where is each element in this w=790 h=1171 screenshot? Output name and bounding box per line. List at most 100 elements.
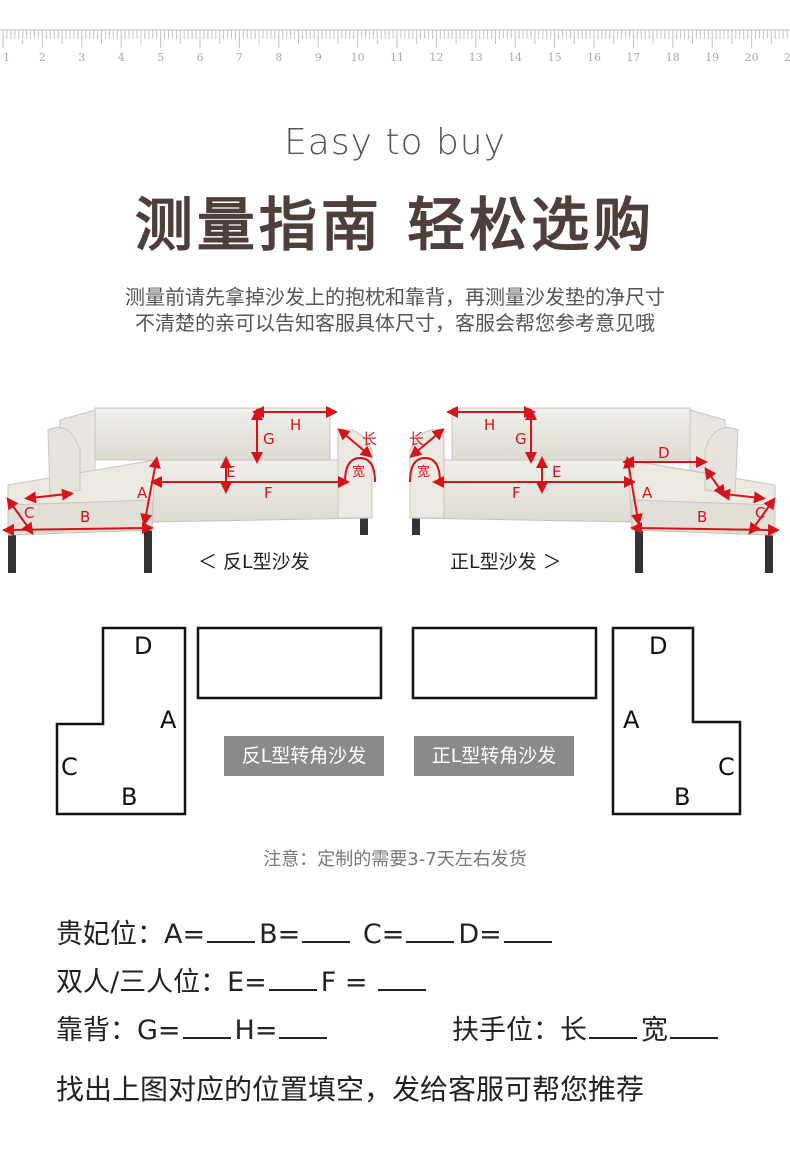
armrest-line: 扶手位：长 宽 <box>452 1008 722 1047</box>
subtitle-english: Easy to buy <box>284 122 506 163</box>
mark-e: E <box>226 463 235 481</box>
ruler-number: 9 <box>315 51 322 64</box>
diagram-left-a: A <box>160 706 177 734</box>
mark-width: 宽 <box>417 464 430 480</box>
reverse-l-outline <box>55 626 187 816</box>
diagram-right-b: B <box>674 783 690 811</box>
forward-l-measure-lines <box>409 406 780 536</box>
mark-length: 长 <box>362 430 377 448</box>
ruler-number: 6 <box>197 51 204 64</box>
field-width-blank <box>670 1015 718 1039</box>
diagram-right-c: C <box>718 753 735 781</box>
ruler-number: 20 <box>745 51 759 64</box>
mark-d: D <box>658 444 670 462</box>
field-c-label: C= <box>362 919 405 950</box>
diagram-right-d: D <box>649 632 667 660</box>
mark-f: F <box>264 484 273 502</box>
shipping-notice: 注意：定制的需要3-7天左右发货 <box>263 849 527 870</box>
field-f-blank <box>378 967 427 991</box>
forward-l-corner-label: 正L型转角沙发 <box>414 736 574 776</box>
mark-h: H <box>484 416 495 434</box>
sofa-illustrations: H G E F A B C 长 宽 H G E <box>2 406 780 573</box>
diagram-right-a: A <box>623 706 640 734</box>
intro-text: 测量前请先拿掉沙发上的抱枕和靠背，再测量沙发垫的净尺寸 不清楚的亲可以告知客服具… <box>0 284 790 336</box>
back-line: 靠背：G= H= <box>56 1008 331 1047</box>
armrest-label: 扶手位： <box>452 1015 560 1046</box>
ruler-number: 13 <box>469 51 483 64</box>
seat-line: 双人/三人位：E= F = <box>56 960 430 999</box>
ruler-numbers: 123456789101112131415161718192021 <box>3 51 790 64</box>
ruler-number: 19 <box>705 51 719 64</box>
ruler-number: 16 <box>587 51 601 64</box>
ruler-number: 21 <box>784 51 790 64</box>
mark-f: F <box>512 484 521 502</box>
forward-l-caption: 正L型沙发 ＞ <box>450 551 562 573</box>
seat-label: 双人/三人位： <box>56 967 228 998</box>
footer-instruction: 找出上图对应的位置填空，发给客服可帮您推荐 <box>56 1073 645 1106</box>
ruler-number: 2 <box>39 51 46 64</box>
reverse-l-seat-outline <box>196 626 383 700</box>
field-width-label: 宽 <box>641 1015 668 1046</box>
intro-line-1: 测量前请先拿掉沙发上的抱枕和靠背，再测量沙发垫的净尺寸 <box>125 285 665 309</box>
forward-l-outline <box>611 626 742 816</box>
reverse-l-measure-lines <box>2 406 376 536</box>
reverse-l-caption: ＜ 反L型沙发 <box>198 551 310 573</box>
ruler-number: 14 <box>508 51 522 64</box>
ruler-number: 3 <box>78 51 85 64</box>
ruler-number: 7 <box>236 51 243 64</box>
page-title: 测量指南 轻松选购 <box>134 191 656 259</box>
reverse-l-measure-labels: H G E F A B C 长 宽 <box>24 416 377 526</box>
ruler-number: 8 <box>275 51 282 64</box>
reverse-l-sofa <box>7 407 373 573</box>
field-d-label: D= <box>458 919 502 950</box>
ruler-number: 11 <box>390 51 404 64</box>
mark-a: A <box>642 484 653 502</box>
field-c-blank <box>406 919 455 943</box>
field-g-label: G= <box>137 1015 181 1046</box>
mark-length: 长 <box>409 430 424 448</box>
ruler-ticks <box>0 29 790 48</box>
mark-e: E <box>552 463 561 481</box>
ruler: 123456789101112131415161718192021 <box>0 29 790 64</box>
diagram-left-c: C <box>61 753 78 781</box>
field-b-label: B= <box>259 919 301 950</box>
ruler-number: 18 <box>666 51 680 64</box>
field-a-blank <box>207 919 256 943</box>
field-e-blank <box>268 967 317 991</box>
ruler-number: 17 <box>626 51 640 64</box>
field-h-label: H= <box>234 1015 278 1046</box>
ruler-number: 4 <box>118 51 125 64</box>
field-g-blank <box>182 1015 231 1039</box>
mark-c: C <box>755 504 765 522</box>
field-a-label: A= <box>164 919 206 950</box>
mark-width: 宽 <box>352 464 365 480</box>
forward-l-measure-labels: H G E F A B C D 长 宽 <box>409 416 765 526</box>
ruler-number: 1 <box>3 51 10 64</box>
ruler-number: 10 <box>351 51 365 64</box>
back-label: 靠背： <box>56 1015 137 1046</box>
chaise-line: 贵妃位：A= B= C= D= <box>56 912 556 951</box>
field-f-label: F = <box>320 967 377 998</box>
field-h-blank <box>279 1015 328 1039</box>
ruler-number: 15 <box>548 51 562 64</box>
intro-line-2: 不清楚的亲可以告知客服具体尺寸，客服会帮您参考意见哦 <box>135 311 655 335</box>
mark-a: A <box>137 484 148 502</box>
ruler-number: 12 <box>429 51 443 64</box>
reverse-l-corner-label: 反L型转角沙发 <box>224 736 384 776</box>
field-length-label: 长 <box>560 1015 587 1046</box>
mark-b: B <box>80 508 90 526</box>
field-b-blank <box>302 919 351 943</box>
mark-b: B <box>697 508 707 526</box>
mark-g: G <box>263 430 275 448</box>
diagram-left-b: B <box>121 783 137 811</box>
mark-g: G <box>515 430 527 448</box>
mark-h: H <box>290 416 301 434</box>
field-length-blank <box>589 1015 637 1039</box>
field-d-blank <box>503 919 552 943</box>
ruler-number: 5 <box>157 51 164 64</box>
field-e-label: E= <box>227 967 267 998</box>
chaise-label: 贵妃位： <box>56 919 164 950</box>
mark-c: C <box>24 504 34 522</box>
forward-l-seat-outline <box>411 626 598 700</box>
diagram-left-d: D <box>134 632 152 660</box>
